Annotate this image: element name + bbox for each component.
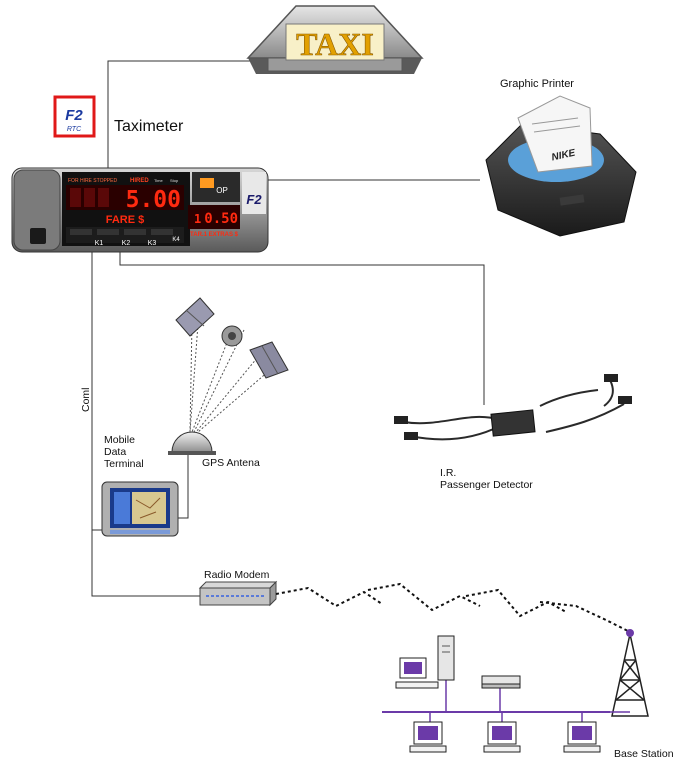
mobile-data-terminal	[101, 481, 179, 537]
monitor-main-screen	[404, 662, 422, 674]
status-hired: HIRED	[130, 178, 149, 184]
tower-beacon	[626, 629, 634, 637]
base-station-network	[382, 635, 630, 753]
sensor-4	[618, 396, 632, 404]
key-k3-button[interactable]	[124, 229, 146, 235]
logo-text: F2	[65, 107, 83, 124]
taximeter-device: FOR HIRE STOPPED HIRED Time Stop 5.00 FA…	[11, 167, 269, 253]
taxi-sign-text: TAXI	[296, 26, 374, 62]
radio-modem-label: Radio Modem	[204, 569, 270, 581]
printer-ticket	[517, 95, 593, 173]
taximeter-label: Taximeter	[114, 118, 184, 135]
modem-link	[91, 530, 200, 597]
brand-text: F2	[246, 192, 262, 207]
keyboard-main	[395, 681, 439, 689]
detector-label-line-2: Passenger Detector	[440, 478, 533, 491]
panel-right-grid	[261, 345, 279, 375]
status-time: Time	[154, 178, 164, 183]
op-indicator	[200, 178, 214, 188]
router-body	[481, 675, 521, 685]
mdt-label-line-1: Mobile	[104, 434, 135, 446]
radio-link	[275, 582, 631, 633]
taxi-sign-link	[107, 60, 260, 172]
gps-antenna-dome	[171, 431, 213, 453]
base-station-label: Base Station	[614, 748, 674, 760]
power-socket-icon	[30, 228, 46, 244]
printer-label-plate	[559, 194, 585, 206]
com-link	[91, 250, 102, 531]
gps-link	[178, 454, 189, 519]
fare-led-unlit-digits	[70, 188, 109, 207]
passenger-detector	[394, 374, 632, 441]
taximeter-left-cap	[13, 169, 61, 251]
key-k1-button[interactable]	[70, 229, 92, 235]
network-router	[481, 675, 521, 689]
detector-link	[119, 250, 485, 405]
satellite-panel-right	[249, 341, 289, 379]
workstation-main	[395, 635, 455, 689]
key-k4-button[interactable]	[151, 229, 173, 235]
detector-hub	[490, 409, 536, 437]
workstation-1	[409, 721, 447, 753]
status-stop: Stop	[170, 178, 179, 183]
detector-label: I.R. Passenger Detector	[440, 467, 533, 492]
detector-label-line-1: I.R.	[440, 467, 457, 479]
sensor-1	[394, 416, 408, 424]
sensor-3	[604, 374, 618, 382]
workstation-2	[483, 721, 521, 753]
ticket-line-1	[531, 117, 579, 125]
f2-rtc-logo: F2 RTC	[53, 95, 96, 138]
modem-body	[199, 587, 271, 606]
taxi-sign-panel	[285, 23, 385, 61]
taxi-sign: TAXI	[246, 5, 424, 74]
gps-antenna-base	[168, 451, 216, 455]
op-label: OP	[216, 186, 228, 195]
gps-antenna	[168, 431, 216, 455]
extras-display: 0.50	[204, 211, 238, 227]
modem-top	[198, 581, 278, 589]
fare-label: FARE $	[106, 214, 145, 226]
key-k4-label: K4	[172, 237, 180, 243]
key-k2-label: K2	[122, 240, 131, 247]
key-k3-label: K3	[148, 240, 157, 247]
extras-label: TAR.1 EXTRAS $	[190, 232, 239, 238]
gps-satellite-constellation	[175, 297, 289, 433]
sensor-2	[404, 432, 418, 440]
key-k1-label: K1	[95, 240, 104, 247]
connection-lines	[91, 60, 485, 597]
mdt-label-line-2: Data	[104, 445, 127, 458]
mdt-menu	[114, 492, 130, 524]
extras-prefix: 1	[194, 212, 201, 226]
fare-display: 5.00	[126, 187, 181, 213]
ticket-line-2	[533, 125, 581, 133]
com-label: Coml	[80, 387, 92, 412]
key-k2-button[interactable]	[97, 229, 119, 235]
router-base	[481, 683, 521, 689]
graphic-printer: NIKE	[485, 95, 637, 237]
ticket-brand: NIKE	[551, 148, 577, 164]
mdt-label-line-3: Terminal	[104, 457, 144, 470]
satellite-dish-icon	[228, 332, 236, 340]
server-tower	[437, 635, 455, 681]
antenna-tower	[611, 629, 649, 717]
keypad: K1 K2 K3 K4	[70, 229, 180, 247]
logo-subtext: RTC	[67, 126, 82, 133]
gps-label: GPS Antena	[202, 457, 260, 469]
mdt-label: Mobile Data Terminal	[104, 434, 144, 470]
modem-side	[269, 580, 277, 607]
logo-border	[53, 95, 96, 138]
brand-plate	[242, 172, 266, 214]
mdt-map-roads	[135, 497, 161, 519]
status-for-hire: FOR HIRE STOPPED	[68, 178, 117, 184]
mdt-keys	[110, 530, 170, 534]
panel-left-grid	[185, 309, 205, 327]
extras-led-window	[188, 205, 240, 229]
satellite-panel-left	[175, 297, 215, 337]
radio-modem	[198, 580, 278, 607]
gps-signal-lines	[189, 321, 271, 433]
workstation-3	[563, 721, 601, 753]
printer-label: Graphic Printer	[500, 78, 574, 90]
